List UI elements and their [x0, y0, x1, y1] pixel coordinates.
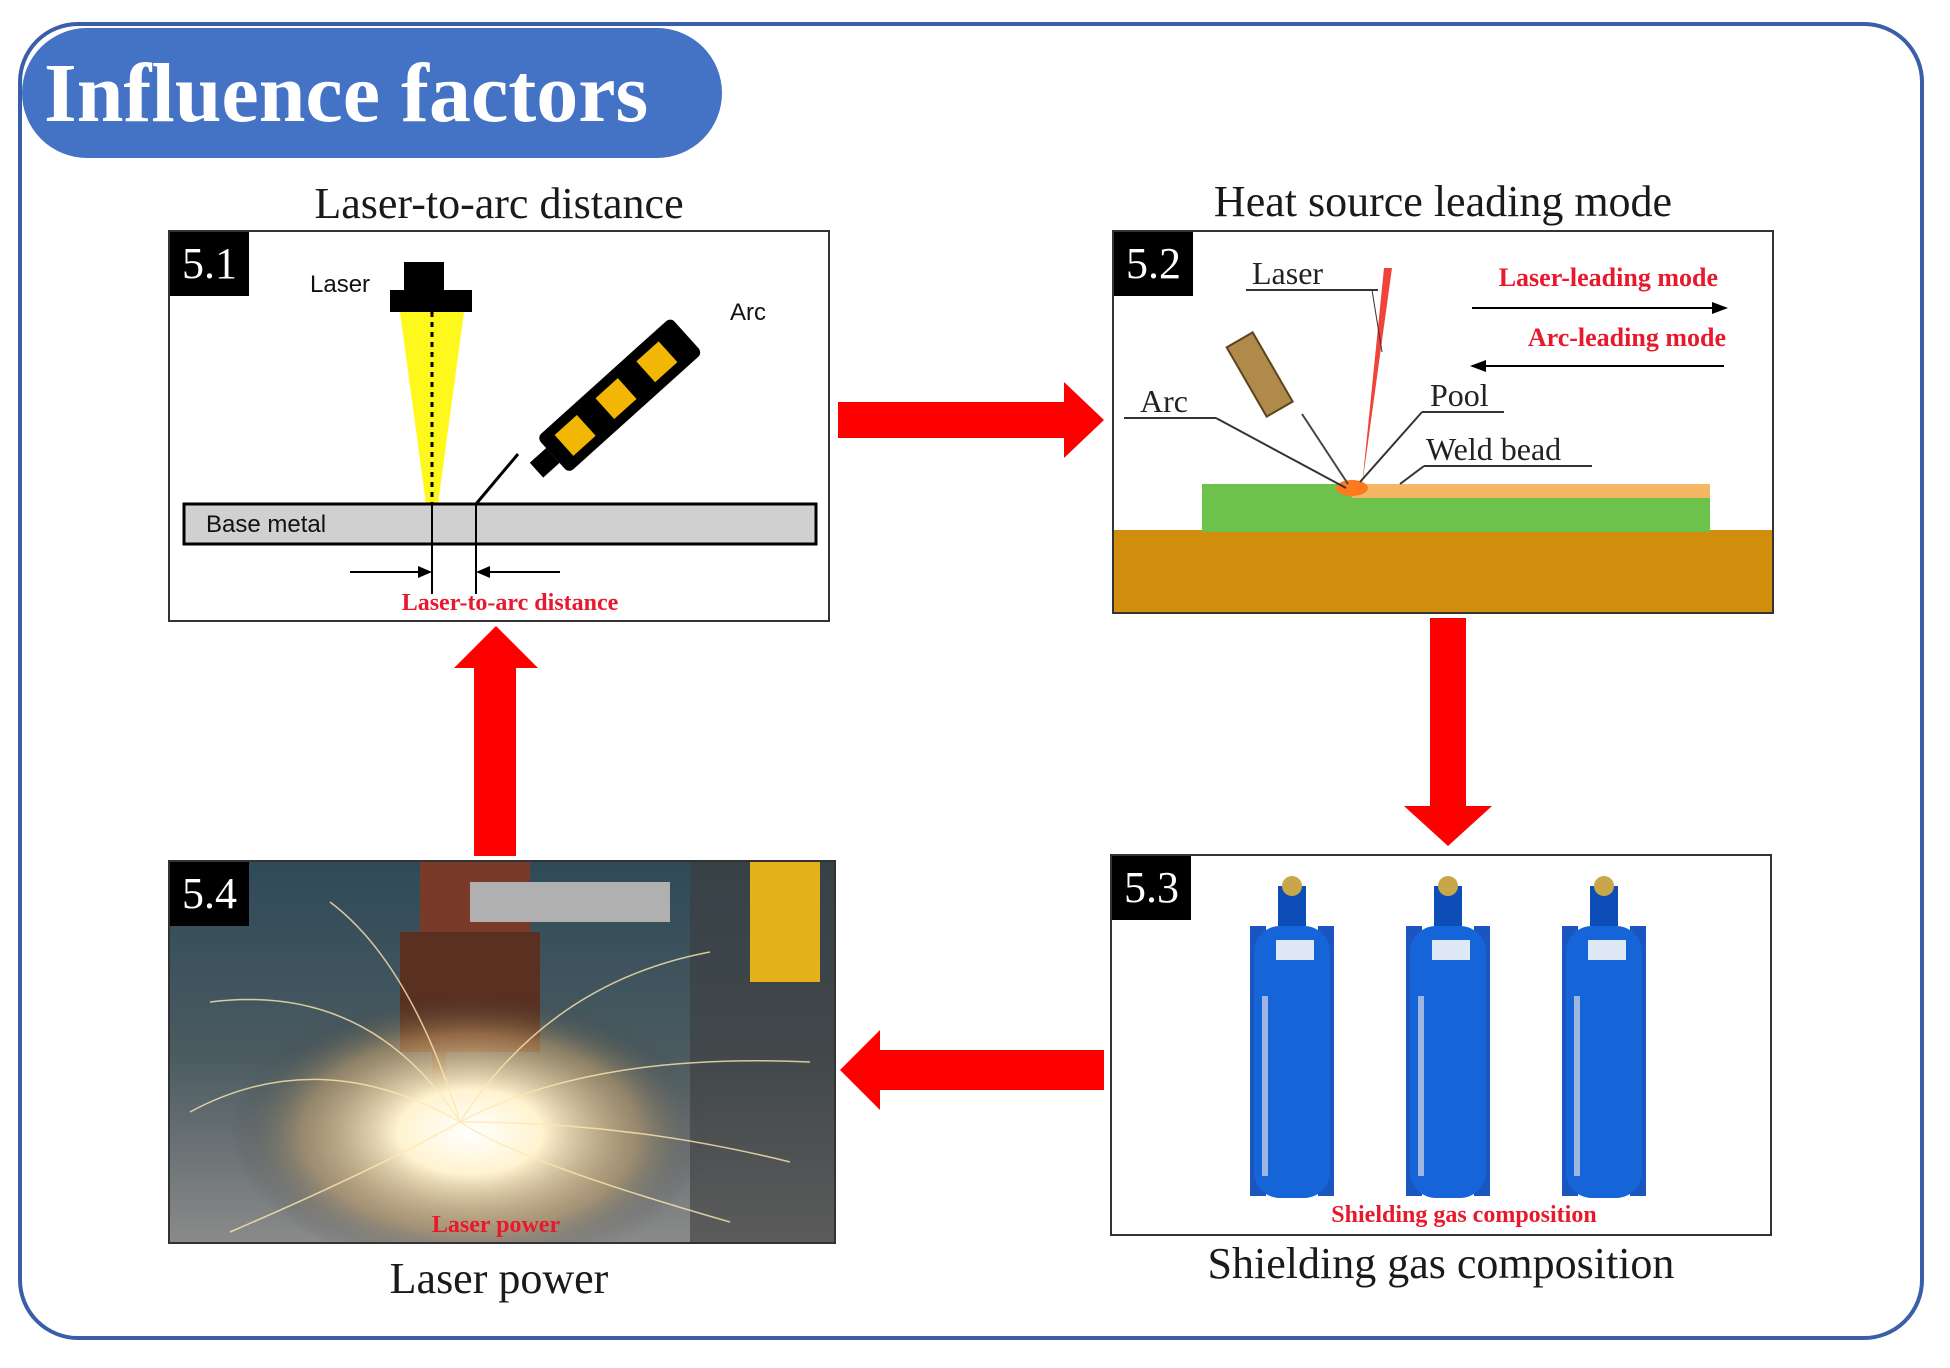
laser-arc-diagram: Laser Arc Base metal Laser-to-arc distan…: [182, 262, 818, 616]
laser-leading-mode-label: Laser-leading mode: [1499, 263, 1718, 292]
welding-photo: Laser power: [170, 862, 834, 1242]
outer-frame: [18, 22, 1924, 1340]
laser-beam: [400, 312, 464, 504]
laser-head-icon: [404, 262, 444, 292]
panel-shielding-gas: 5.3 Shielding ga: [1110, 854, 1772, 1236]
substrate: [1114, 530, 1772, 612]
arrow-down-icon: [1404, 618, 1492, 846]
weld-bead: [1352, 484, 1710, 498]
panel-laser-to-arc: 5.1 Laser Arc Base metal Laser-to-arc di…: [168, 230, 830, 622]
caption-laser-power: Laser power: [389, 1254, 609, 1303]
laser-nozzle-icon: [390, 290, 472, 312]
panel-laser-power: 5.4: [168, 860, 836, 1244]
robot-arm: [750, 862, 820, 982]
base-metal-label: Base metal: [206, 511, 326, 538]
sparks: [189, 901, 811, 1233]
arrow-up-icon: [454, 626, 538, 856]
arc-torch-icon: [529, 319, 701, 478]
pool-label: Pool: [1430, 377, 1489, 413]
laser-power-label: Laser power: [432, 1212, 561, 1238]
gas-cylinder-icon: [1406, 876, 1490, 1198]
arc-leading-mode-label: Arc-leading mode: [1528, 323, 1726, 352]
gas-cylinder-icon: [1250, 876, 1334, 1198]
panel-number: 5.1: [170, 232, 249, 296]
panel-heat-source: 5.2 Laser Arc Pool Weld bead: [1112, 230, 1774, 614]
caption-shielding-gas: Shielding gas composition: [1207, 1239, 1675, 1288]
panel-number: 5.3: [1112, 856, 1191, 920]
arrow-left-icon: [840, 1030, 1104, 1110]
laser-label: Laser: [310, 271, 370, 298]
pool: [1336, 480, 1368, 496]
panel-number: 5.4: [170, 862, 249, 926]
laser-beam-icon: [1362, 268, 1392, 486]
weld-bead-label: Weld bead: [1426, 431, 1561, 467]
arc-label: Arc: [730, 299, 766, 326]
gas-cylinders: Shielding gas composition: [1250, 876, 1646, 1228]
arc-label: Arc: [1140, 383, 1188, 419]
base-metal-plate: [182, 502, 818, 546]
laser-label: Laser: [1252, 255, 1323, 291]
arc-torch-icon: [1225, 330, 1295, 419]
gas-cylinder-icon: [1562, 876, 1646, 1198]
caption-laser-to-arc: Laser-to-arc distance: [314, 179, 684, 228]
heat-source-diagram: Laser Arc Pool Weld bead Laser-leading m…: [1114, 255, 1772, 612]
page-title: Influence factors: [22, 28, 722, 158]
arrow-right-icon: [838, 382, 1104, 458]
panel-number: 5.2: [1114, 232, 1193, 296]
distance-label: Laser-to-arc distance: [402, 590, 619, 616]
caption-heat-source: Heat source leading mode: [1213, 177, 1673, 226]
shielding-gas-label: Shielding gas composition: [1331, 1202, 1596, 1228]
